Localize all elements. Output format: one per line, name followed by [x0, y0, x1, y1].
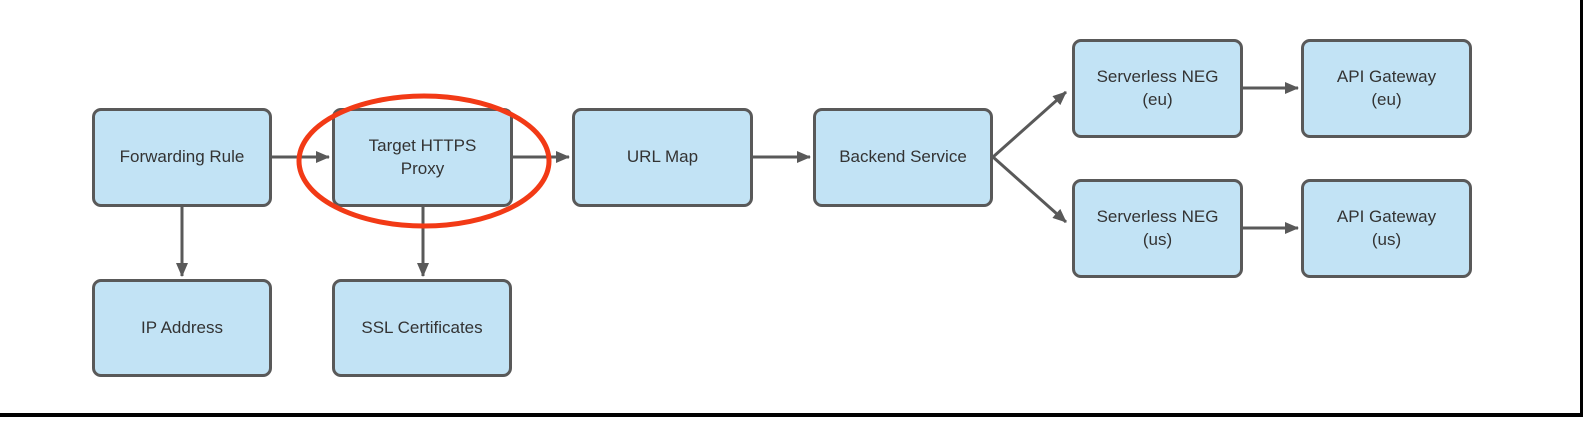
edge-backend-service-to-serverless-neg-eu — [992, 90, 1067, 159]
node-label: Target HTTPS Proxy — [368, 136, 477, 178]
node-ip-address: IP Address — [92, 279, 272, 377]
node-label: SSL Certificates — [361, 317, 483, 337]
node-backend-service: Backend Service — [813, 108, 993, 207]
node-label: URL Map — [626, 147, 699, 167]
node-label: Backend Service — [839, 147, 967, 167]
node-label: API Gateway (eu) — [1336, 67, 1437, 109]
node-ssl-certificates: SSL Certificates — [332, 279, 512, 377]
canvas-edge-right-line — [1580, 0, 1583, 417]
node-url-map: URL Map — [572, 108, 753, 207]
node-label: Forwarding Rule — [119, 147, 245, 167]
edge-backend-service-to-serverless-neg-us — [992, 155, 1067, 224]
canvas-edge-bottom-line — [0, 413, 1583, 417]
node-target-https-proxy: Target HTTPS Proxy — [332, 108, 513, 207]
node-serverless-neg-us: Serverless NEG (us) — [1072, 179, 1243, 278]
node-api-gateway-eu: API Gateway (eu) — [1301, 39, 1472, 138]
node-api-gateway-us: API Gateway (us) — [1301, 179, 1472, 278]
node-label: API Gateway (us) — [1336, 207, 1437, 249]
node-label: Serverless NEG (eu) — [1096, 67, 1219, 109]
node-forwarding-rule: Forwarding Rule — [92, 108, 272, 207]
node-label: IP Address — [141, 317, 223, 337]
node-serverless-neg-eu: Serverless NEG (eu) — [1072, 39, 1243, 138]
node-label: Serverless NEG (us) — [1096, 207, 1219, 249]
